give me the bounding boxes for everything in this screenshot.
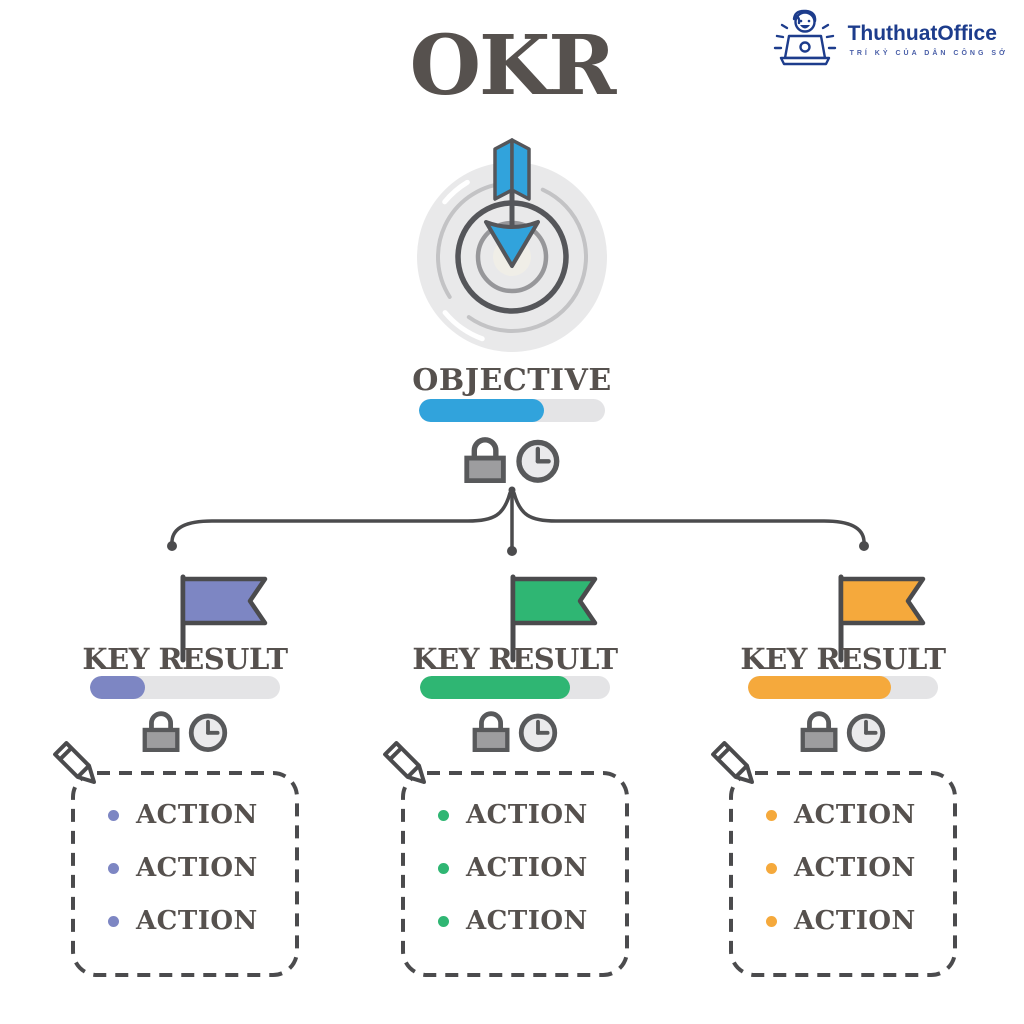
key-result-progress-bar (420, 676, 610, 699)
bullet-dot (766, 915, 777, 927)
key-result-progress-bar (748, 676, 938, 699)
objective-label: OBJECTIVE (412, 363, 612, 398)
action-item: ACTION (766, 802, 958, 828)
dashed-border (729, 771, 957, 977)
lock-icon (472, 711, 510, 753)
person-laptop-icon (773, 9, 836, 66)
objective-status-icons (456, 431, 568, 487)
bullet-dot (438, 915, 449, 927)
clock-icon (188, 713, 228, 752)
action-label: ACTION (466, 800, 588, 830)
action-item: ACTION (438, 855, 630, 881)
dashed-border (71, 771, 299, 977)
action-label: ACTION (794, 800, 916, 830)
arrow-icon (484, 138, 540, 268)
key-result-progress-fill (90, 676, 146, 699)
action-box: ACTION ACTION ACTION (383, 741, 630, 978)
brand-tagline: TRÍ KỶ CỦA DÂN CÔNG SỞ (849, 49, 1008, 57)
objective-progress-bar (419, 399, 605, 422)
brand-logo: ThuthuatOffice TRÍ KỶ CỦA DÂN CÔNG SỞ (768, 6, 1008, 74)
key-result-status-icons (793, 706, 893, 756)
key-result-label: KEY RESULT (740, 642, 946, 676)
bullet-dot (766, 862, 777, 874)
lock-icon (142, 711, 180, 753)
action-label: ACTION (466, 853, 588, 883)
bullet-dot (438, 862, 449, 874)
key-result-column-2: KEY RESULT (383, 572, 645, 992)
lock-icon (800, 711, 838, 753)
key-result-progress-fill (748, 676, 891, 699)
objective-target-icon (407, 132, 617, 356)
action-item: ACTION (766, 855, 958, 881)
key-result-progress-fill (420, 676, 571, 699)
branch-connector (167, 486, 869, 556)
action-label: ACTION (136, 853, 258, 883)
bullet-dot (108, 809, 119, 821)
clock-icon (518, 713, 558, 752)
action-label: ACTION (136, 800, 258, 830)
action-label: ACTION (136, 906, 258, 936)
lock-icon (464, 437, 506, 484)
clock-icon (846, 713, 886, 752)
key-result-label: KEY RESULT (412, 642, 618, 676)
action-item: ACTION (108, 855, 300, 881)
action-item: ACTION (766, 908, 958, 934)
key-result-column-1: KEY RESULT (53, 572, 315, 992)
action-label: ACTION (466, 906, 588, 936)
action-box: ACTION ACTION ACTION (711, 741, 958, 978)
brand-name: ThuthuatOffice (847, 22, 997, 46)
dashed-border (401, 771, 629, 977)
key-result-column-3: KEY RESULT (711, 572, 973, 992)
bullet-dot (766, 809, 777, 821)
clock-icon (516, 439, 560, 483)
pencil-icon (53, 741, 96, 784)
page-title: OKR (409, 18, 617, 114)
key-result-status-icons (135, 706, 235, 756)
action-box: ACTION ACTION ACTION (53, 741, 300, 978)
bullet-dot (108, 862, 119, 874)
action-label: ACTION (794, 906, 916, 936)
bullet-dot (438, 809, 449, 821)
action-label: ACTION (794, 853, 916, 883)
pencil-icon (711, 741, 754, 784)
flag-icon (510, 574, 598, 663)
action-item: ACTION (438, 802, 630, 828)
key-result-status-icons (465, 706, 565, 756)
objective-progress-fill (419, 399, 544, 422)
action-item: ACTION (108, 802, 300, 828)
key-result-label: KEY RESULT (82, 642, 288, 676)
action-item: ACTION (108, 908, 300, 934)
flag-icon (180, 574, 268, 663)
pencil-icon (383, 741, 426, 784)
bullet-dot (108, 915, 119, 927)
flag-icon (838, 574, 926, 663)
key-result-progress-bar (90, 676, 280, 699)
action-item: ACTION (438, 908, 630, 934)
